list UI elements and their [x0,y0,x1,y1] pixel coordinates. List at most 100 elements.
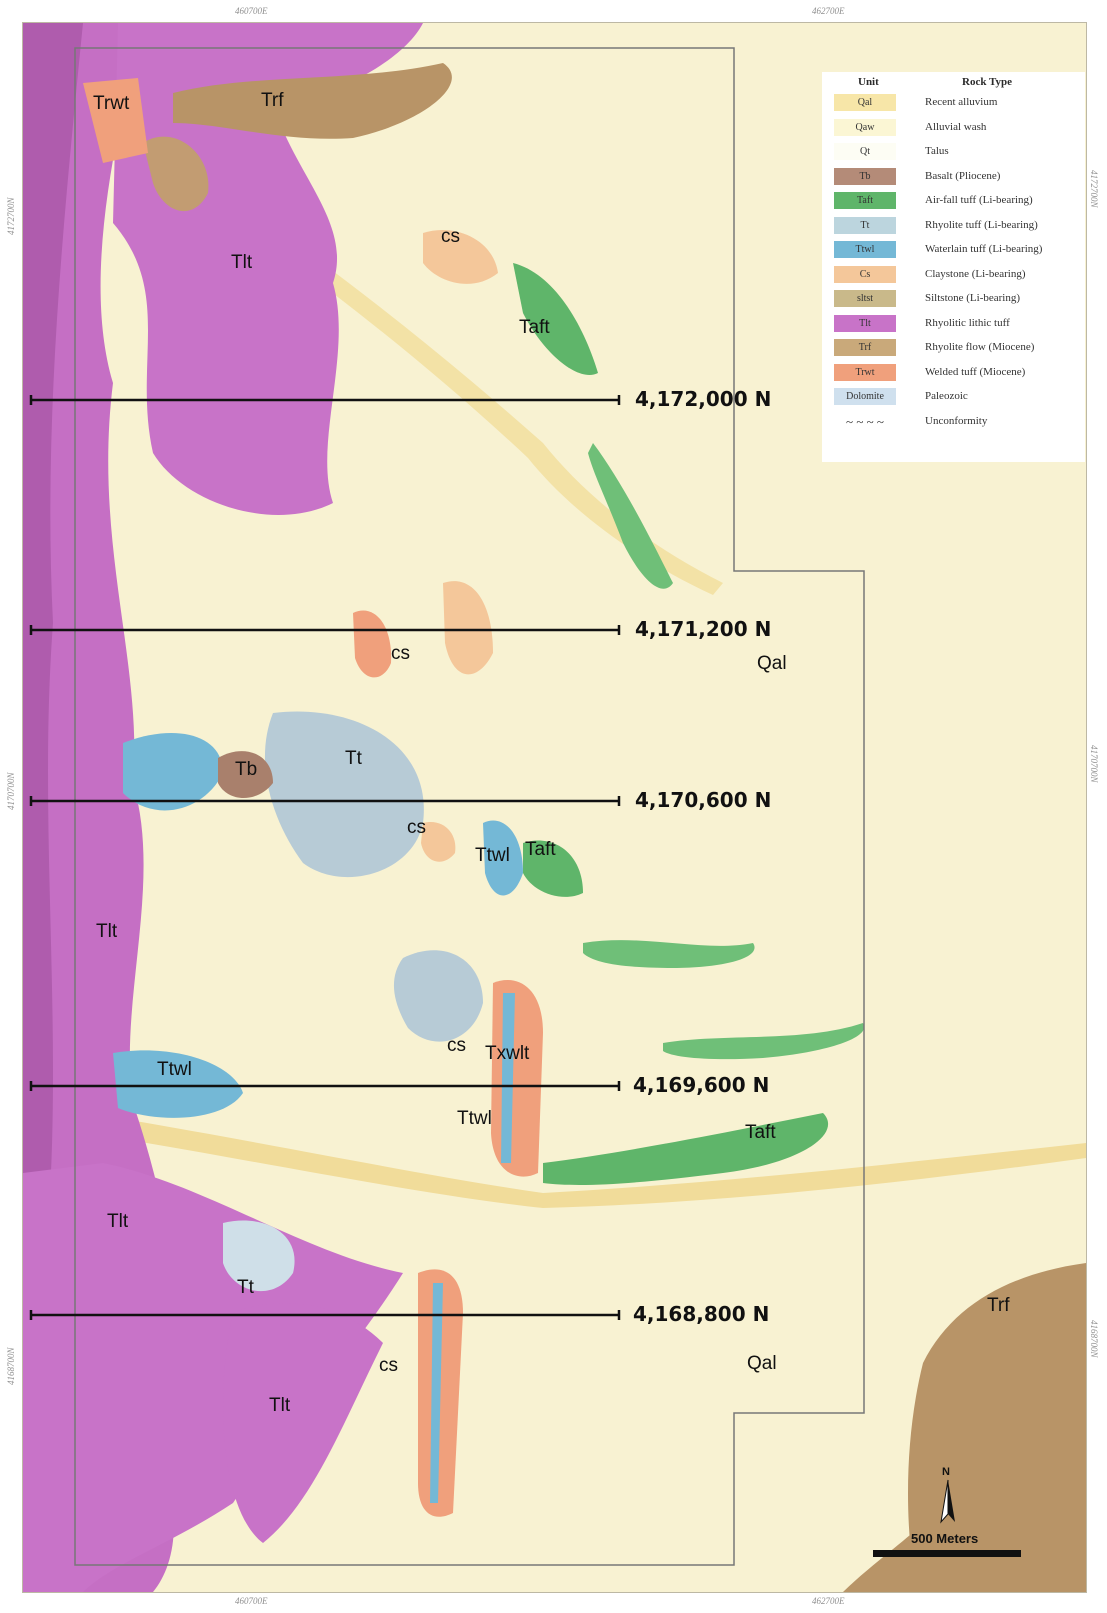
grid-northing-label: 4170700N [6,772,16,810]
unit-label: Ttwl [475,845,510,866]
scale-bar [873,1550,1021,1557]
legend-swatch: Tt [834,217,896,234]
cs-patch-mid [421,822,456,862]
tlt-lower-2 [223,1303,383,1543]
legend-swatch: Tb [834,168,896,185]
tb-outcrop [218,751,273,798]
unit-label: Tt [237,1277,254,1298]
unit-label: Txwlt [485,1043,530,1064]
unit-label: Tb [235,759,258,780]
section-line-label: 4,171,200 N [635,617,772,641]
taft-strip-3 [663,1023,865,1060]
unit-label: Ttwl [457,1108,492,1129]
legend-header-rock-type: Rock Type [962,76,1013,88]
ttwl-west [123,733,223,811]
cs-band-south [418,1269,463,1517]
cs-band-north [353,610,392,678]
legend-row: Tlt Rhyolitic lithic tuff [822,312,1085,337]
legend-label: Recent alluvium [925,96,998,108]
legend-label: Waterlain tuff (Li-bearing) [925,243,1043,255]
section-line-label: 4,172,000 N [635,387,772,411]
legend-label: Unconformity [925,415,988,427]
legend-label: Paleozoic [925,390,968,402]
section-lines [29,395,621,1320]
legend-row: Tt Rhyolite tuff (Li-bearing) [822,214,1085,239]
grid-northing-label: 4172700N [6,197,16,235]
section-line-label: 4,168,800 N [633,1302,770,1326]
grid-northing-label: 4170700N [1089,745,1099,783]
unit-label: Trwt [93,93,130,114]
tt-dome [393,950,483,1042]
unit-label: Qal [757,653,787,674]
grid-northing-label: 4168700N [6,1347,16,1385]
grid-easting-label: 460700E [235,1596,268,1606]
legend-row: Qal Recent alluvium [822,91,1085,116]
taft-south [543,1113,829,1185]
scale-bar-label: 500 Meters [911,1531,979,1546]
legend-swatch: Dolomite [834,388,896,405]
legend-label: Rhyolite flow (Miocene) [925,341,1035,353]
cs-patch-top [423,229,498,284]
north-arrow-icon: N [933,1466,963,1526]
wash-channel [23,1103,1086,1208]
legend-row: Ttwl Waterlain tuff (Li-bearing) [822,238,1085,263]
legend-label: Claystone (Li-bearing) [925,268,1026,280]
legend-label: Rhyolitic lithic tuff [925,317,1010,329]
legend-swatch: Ttwl [834,241,896,258]
ttwl-east [483,820,523,896]
unit-label: Ttwl [157,1059,192,1080]
legend-swatch: Qal [834,94,896,111]
permit-boundary [74,47,865,1566]
legend-swatch-unconformity: ~ ~ ~ ~ [846,414,884,429]
taft-strip-2 [583,940,755,968]
unit-label: cs [407,817,426,838]
cs-patch-north [443,581,493,675]
legend-label: Air-fall tuff (Li-bearing) [925,194,1033,206]
unit-label: Taft [519,317,550,338]
unit-label: Trf [987,1295,1010,1316]
grid-northing-label: 4168700N [1089,1320,1099,1358]
tlt-lower [23,1163,403,1592]
taft-mid [523,840,583,897]
legend-label: Rhyolite tuff (Li-bearing) [925,219,1038,231]
grid-easting-label: 460700E [235,6,268,16]
legend-row: Taft Air-fall tuff (Li-bearing) [822,189,1085,214]
grid-easting-label: 462700E [812,1596,845,1606]
grid-northing-label: 4172700N [1089,170,1099,208]
legend-label: Welded tuff (Miocene) [925,366,1026,378]
section-line-label: 4,170,600 N [635,788,772,812]
unit-label: Tlt [96,921,118,942]
trf-knob [143,136,209,212]
tlt-upper [113,23,423,515]
unit-label: cs [379,1355,398,1376]
trwt-outcrop [83,78,148,163]
unit-label: cs [391,643,410,664]
legend-swatch: sltst [834,290,896,307]
taft-strip-1 [588,443,673,589]
legend-swatch: Qt [834,143,896,160]
unit-label: Tlt [269,1395,291,1416]
trf-top [173,63,452,139]
txwlt-band [491,980,543,1177]
legend-swatch: Tlt [834,315,896,332]
unit-label: Tlt [231,252,253,273]
unit-label: Qal [747,1353,777,1374]
legend-swatch: Qaw [834,119,896,136]
unit-label: cs [441,226,460,247]
north-arrow-glyph [940,1479,955,1524]
legend-swatch: Taft [834,192,896,209]
legend-swatch: Trwt [834,364,896,381]
ttwl-south [113,1050,243,1118]
tt-south [223,1220,295,1292]
wash-channel-2 [245,213,723,595]
tt-central [264,711,424,878]
unit-label: Tlt [107,1211,129,1232]
unit-label: Trf [261,90,284,111]
ttwl-strip [501,993,515,1163]
unit-label: cs [447,1035,466,1056]
